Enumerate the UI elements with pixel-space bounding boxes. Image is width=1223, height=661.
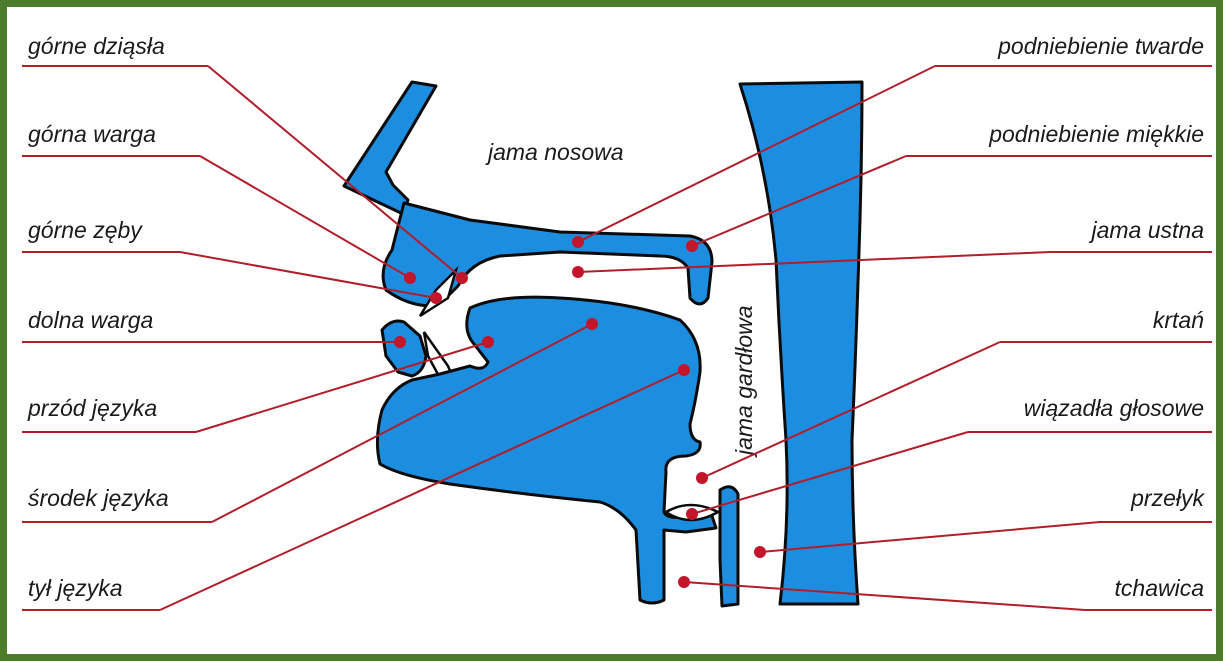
label-vocal-cords: wiązadła głosowe [1024, 395, 1204, 421]
dot-esophagus [754, 546, 766, 558]
label-larynx: krtań [1153, 307, 1204, 333]
dot-larynx [696, 472, 708, 484]
dot-vocal-cords [686, 508, 698, 520]
nose-shape [344, 82, 436, 214]
label-esophagus: przełyk [1130, 485, 1205, 511]
dot-soft-palate [686, 240, 698, 252]
dot-tongue-front [482, 336, 494, 348]
dot-upper-teeth [430, 292, 442, 304]
label-upper-teeth: górne zęby [28, 217, 143, 243]
label-trachea: tchawica [1115, 575, 1204, 601]
dot-lower-lip [394, 336, 406, 348]
label-tongue-back: tył języka [28, 575, 123, 601]
left-labels: górne dziąsła górna warga górne zęby dol… [22, 33, 212, 610]
dot-tongue-back [678, 364, 690, 376]
dot-trachea [678, 576, 690, 588]
pharyngeal-cavity-label: jama gardłowa [731, 305, 757, 458]
label-hard-palate: podniebienie twarde [997, 33, 1204, 59]
back-wall-shape [740, 82, 862, 604]
label-soft-palate: podniebienie miękkie [988, 121, 1204, 147]
nasal-cavity-label: jama nosowa [485, 139, 624, 165]
label-lower-lip: dolna warga [28, 307, 153, 333]
label-tongue-middle: środek języka [28, 485, 169, 511]
dot-hard-palate [572, 236, 584, 248]
dot-upper-lip [404, 272, 416, 284]
dot-upper-gums [456, 272, 468, 284]
label-tongue-front: przód języka [27, 395, 157, 421]
leader-trachea [684, 582, 1085, 610]
label-upper-lip: górna warga [28, 121, 156, 147]
dot-oral-cavity [572, 266, 584, 278]
label-oral-cavity: jama ustna [1088, 217, 1204, 243]
right-labels: podniebienie twarde podniebienie miękkie… [906, 33, 1212, 610]
label-upper-gums: górne dziąsła [28, 33, 165, 59]
dot-tongue-middle [586, 318, 598, 330]
